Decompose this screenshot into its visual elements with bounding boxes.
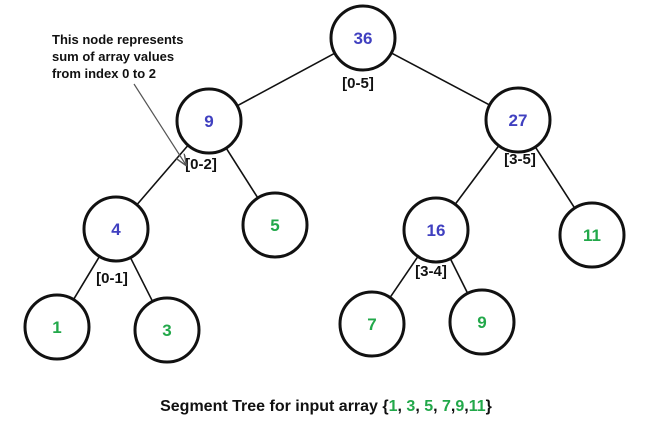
node-circle: [402, 196, 470, 264]
annotation-arrow: [133, 83, 186, 165]
node-circle: [175, 87, 243, 155]
node-value: 9: [477, 313, 486, 332]
node-circle: [448, 288, 516, 356]
node-value: 9: [204, 112, 213, 131]
node-value: 36: [354, 29, 373, 48]
caption-separator: ,: [450, 398, 456, 415]
caption-separator: ,: [397, 398, 407, 415]
edge-n01-n0: [72, 256, 101, 300]
edge-n34-n3: [389, 256, 419, 298]
caption-value: 1: [388, 398, 398, 415]
node-value: 3: [162, 321, 171, 340]
caption-prefix: Segment Tree for input array {: [160, 398, 389, 415]
node-n1: 3: [133, 296, 201, 364]
node-circle: [484, 86, 552, 154]
caption-value: 11: [468, 398, 486, 415]
node-n35: 27: [484, 86, 552, 154]
node-n01: 4: [82, 195, 150, 263]
caption-values: 1, 3, 5, 7,9,11: [389, 398, 486, 415]
annotation: This node represents sum of array values…: [52, 32, 186, 165]
node-n2: 5: [241, 191, 309, 259]
edge-root-n02: [236, 52, 336, 107]
range-label-n34: [3-4]: [415, 263, 447, 280]
node-circle: [558, 201, 626, 269]
caption-value: 7: [442, 398, 451, 415]
node-n5: 11: [558, 201, 626, 269]
node-circle: [241, 191, 309, 259]
node-value: 11: [583, 226, 601, 245]
node-circle: [338, 290, 406, 358]
node-n3: 7: [338, 290, 406, 358]
range-label-n02: [0-2]: [185, 156, 217, 173]
node-value: 5: [270, 216, 279, 235]
range-label-n01: [0-1]: [96, 270, 128, 287]
node-circle: [82, 195, 150, 263]
edge-n34-n4: [449, 258, 469, 294]
edge-n35-n34: [454, 145, 500, 205]
range-label-root: [0-5]: [342, 75, 374, 92]
node-root: 36: [329, 4, 397, 72]
node-n0: 1: [23, 293, 91, 361]
caption-suffix: }: [485, 398, 492, 415]
node-n34: 16: [402, 196, 470, 264]
node-circle: [23, 293, 91, 361]
annotation-line-1: This node represents: [52, 32, 183, 47]
caption-value: 3: [406, 398, 416, 415]
node-value: 4: [111, 220, 121, 239]
node-circle: [329, 4, 397, 72]
range-labels: [0-5] [0-2] [3-5] [0-1] [3-4]: [96, 75, 536, 287]
caption-separator: ,: [415, 398, 425, 415]
edge-n01-n1: [129, 257, 154, 302]
node-value: 16: [427, 221, 446, 240]
node-n02: 9: [175, 87, 243, 155]
caption-value: 9: [455, 398, 465, 415]
node-value: 7: [367, 315, 376, 334]
diagram-caption: Segment Tree for input array {1, 3, 5, 7…: [0, 398, 652, 416]
caption-separator: ,: [464, 398, 469, 415]
tree-edges: [72, 52, 576, 302]
node-value: 1: [52, 318, 61, 337]
edge-n02-n2: [225, 147, 259, 199]
node-n4: 9: [448, 288, 516, 356]
edge-n35-n5: [534, 146, 576, 209]
node-circle: [133, 296, 201, 364]
caption-value: 5: [424, 398, 434, 415]
edge-root-n35: [390, 52, 491, 106]
annotation-line-3: from index 0 to 2: [52, 66, 156, 81]
node-value: 27: [509, 111, 528, 130]
edge-n02-n01: [136, 144, 189, 206]
range-label-n35: [3-5]: [504, 151, 536, 168]
caption-separator: ,: [433, 398, 443, 415]
annotation-line-2: sum of array values: [52, 49, 174, 64]
